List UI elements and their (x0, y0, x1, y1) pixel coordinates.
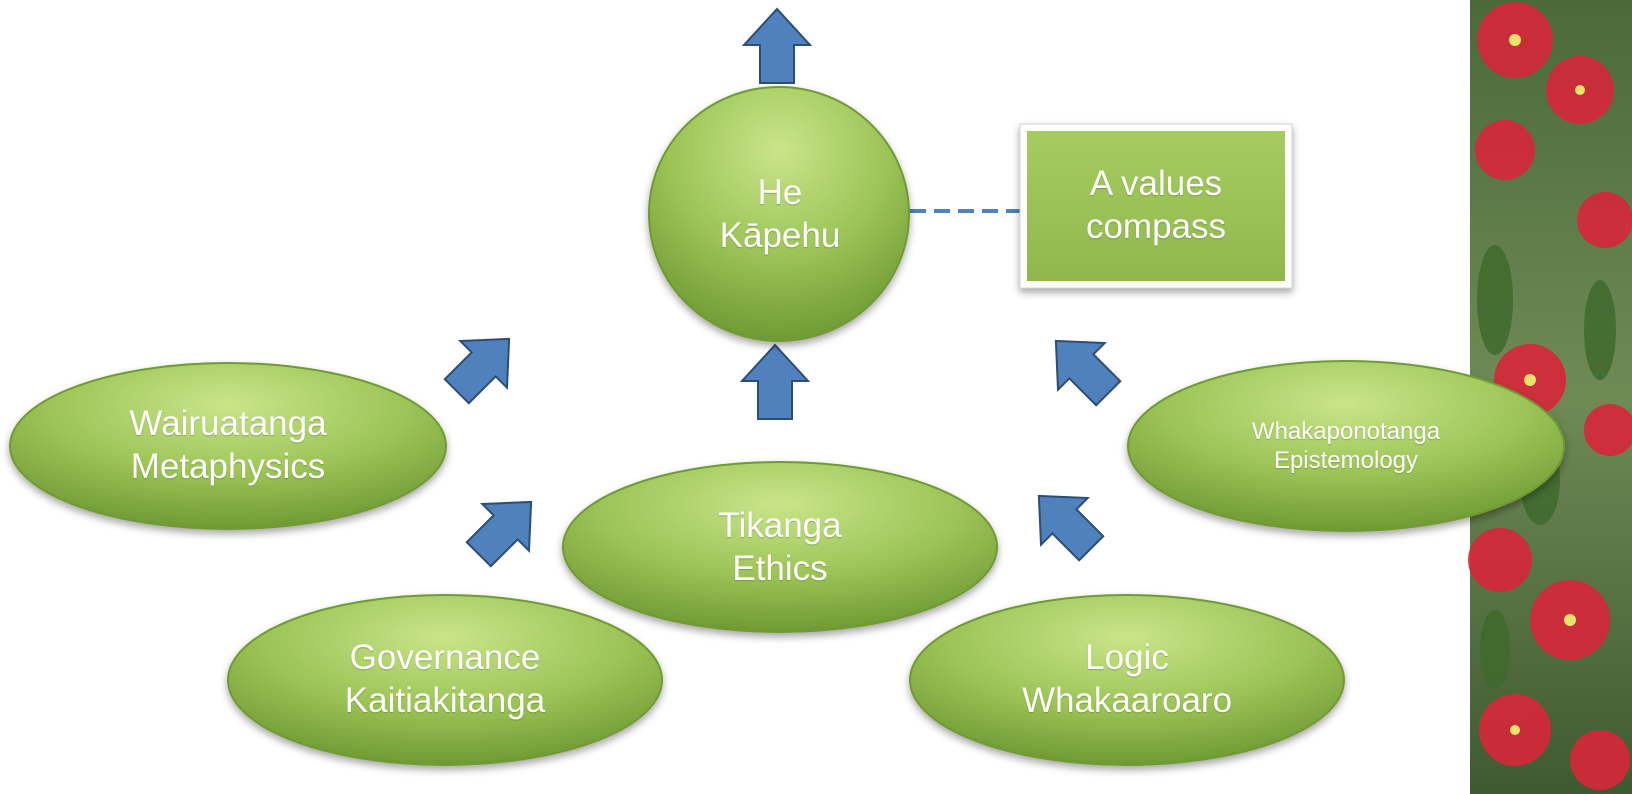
arrow-lower-left (454, 477, 556, 579)
center-node-shape (648, 86, 910, 342)
arrow-center (741, 344, 809, 420)
wairuatanga-node-shape (9, 362, 447, 530)
tikanga-node-shape (562, 461, 998, 633)
arrow-upper-left (432, 314, 534, 416)
whakaponotanga-node-shape (1127, 360, 1565, 532)
pohutukawa-photo (1468, 0, 1632, 794)
governance-node-shape (227, 594, 663, 766)
arrow-lower-right (1014, 471, 1116, 573)
arrow-upper-right (1031, 316, 1133, 418)
arrow-top (743, 8, 811, 84)
logic-node-shape (909, 594, 1345, 766)
compass-box-shape (1019, 123, 1293, 289)
